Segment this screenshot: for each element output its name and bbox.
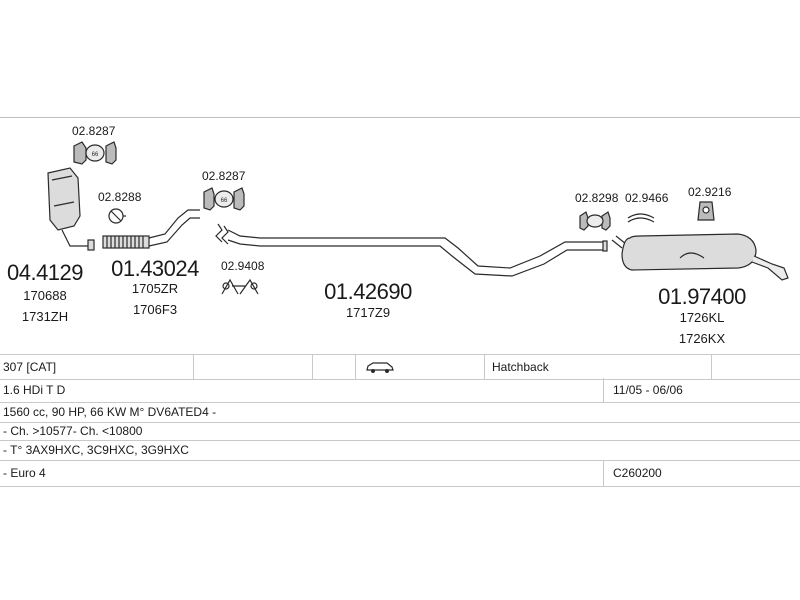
exhaust-diagram: 66 66	[0, 118, 800, 354]
front-pipe-number: 01.43024	[111, 256, 199, 281]
muffler-hanger-part[interactable]	[697, 201, 715, 221]
center-pipe-part[interactable]	[215, 223, 608, 277]
info-row-emission: - Euro 4 C260200	[0, 460, 800, 487]
muffler-gasket-part[interactable]	[627, 213, 655, 223]
spec-cell: 1560 cc, 90 HP, 66 KW M° DV6ATED4 -	[3, 405, 217, 419]
catalyst-ref2: 1731ZH	[21, 309, 69, 324]
catalyst-clamp-code: 02.8287	[72, 124, 116, 138]
model-cell: 307 [CAT]	[3, 360, 57, 374]
chassis-cell: - Ch. >10577- Ch. <10800	[3, 424, 143, 438]
car-icon-drawing	[366, 362, 394, 373]
pipe-clamp-code: 02.8288	[98, 190, 142, 204]
mount-part[interactable]	[221, 278, 259, 295]
mid-clamp-code: 02.8287	[202, 169, 246, 183]
catalyst-ref1: 170688	[23, 288, 67, 303]
rear-muffler-ref1: 1726KL	[679, 310, 725, 325]
front-pipe-ref2: 1706F3	[132, 302, 178, 317]
muffler-clamp-code: 02.8298	[575, 191, 619, 205]
body-type-cell: Hatchback	[492, 360, 549, 374]
catalyst-part[interactable]	[47, 167, 95, 251]
muffler-gasket-code: 02.9466	[625, 191, 669, 205]
catalyst-clamp-part[interactable]: 66	[73, 141, 117, 165]
muffler-clamp-part[interactable]	[579, 211, 611, 231]
muffler-hanger-code: 02.9216	[688, 185, 732, 199]
info-row-spec: 1560 cc, 90 HP, 66 KW M° DV6ATED4 -	[0, 402, 800, 423]
front-pipe-part[interactable]	[102, 209, 200, 249]
center-pipe-number: 01.42690	[324, 279, 412, 304]
car-icon	[362, 355, 395, 379]
info-row-engine: 1.6 HDi T D 11/05 - 06/06	[0, 378, 800, 403]
rear-muffler-part[interactable]	[611, 233, 789, 281]
center-pipe-ref1: 1717Z9	[345, 305, 391, 320]
catalog-code-cell: C260200	[613, 466, 662, 480]
mid-clamp-part[interactable]: 66	[203, 187, 245, 211]
front-pipe-ref1: 1705ZR	[131, 281, 179, 296]
types-cell: - T° 3AX9HXC, 3C9HXC, 3G9HXC	[3, 443, 189, 457]
engine-cell: 1.6 HDi T D	[3, 383, 66, 397]
info-row-model: 307 [CAT] Hatchback	[0, 354, 800, 380]
catalyst-number: 04.4129	[6, 260, 84, 285]
rear-muffler-ref2: 1726KX	[678, 331, 726, 346]
rear-muffler-number: 01.97400	[658, 284, 746, 309]
svg-text:66: 66	[221, 198, 228, 204]
emission-cell: - Euro 4	[3, 466, 46, 480]
mount-code: 02.9408	[221, 259, 265, 273]
svg-text:66: 66	[92, 152, 99, 158]
diagram-drawing: 66 66	[47, 141, 789, 295]
top-border	[0, 117, 800, 118]
period-cell: 11/05 - 06/06	[613, 383, 683, 397]
pipe-clamp-part[interactable]	[108, 208, 126, 224]
info-row-types: - T° 3AX9HXC, 3C9HXC, 3G9HXC	[0, 440, 800, 461]
info-row-chassis: - Ch. >10577- Ch. <10800	[0, 422, 800, 441]
